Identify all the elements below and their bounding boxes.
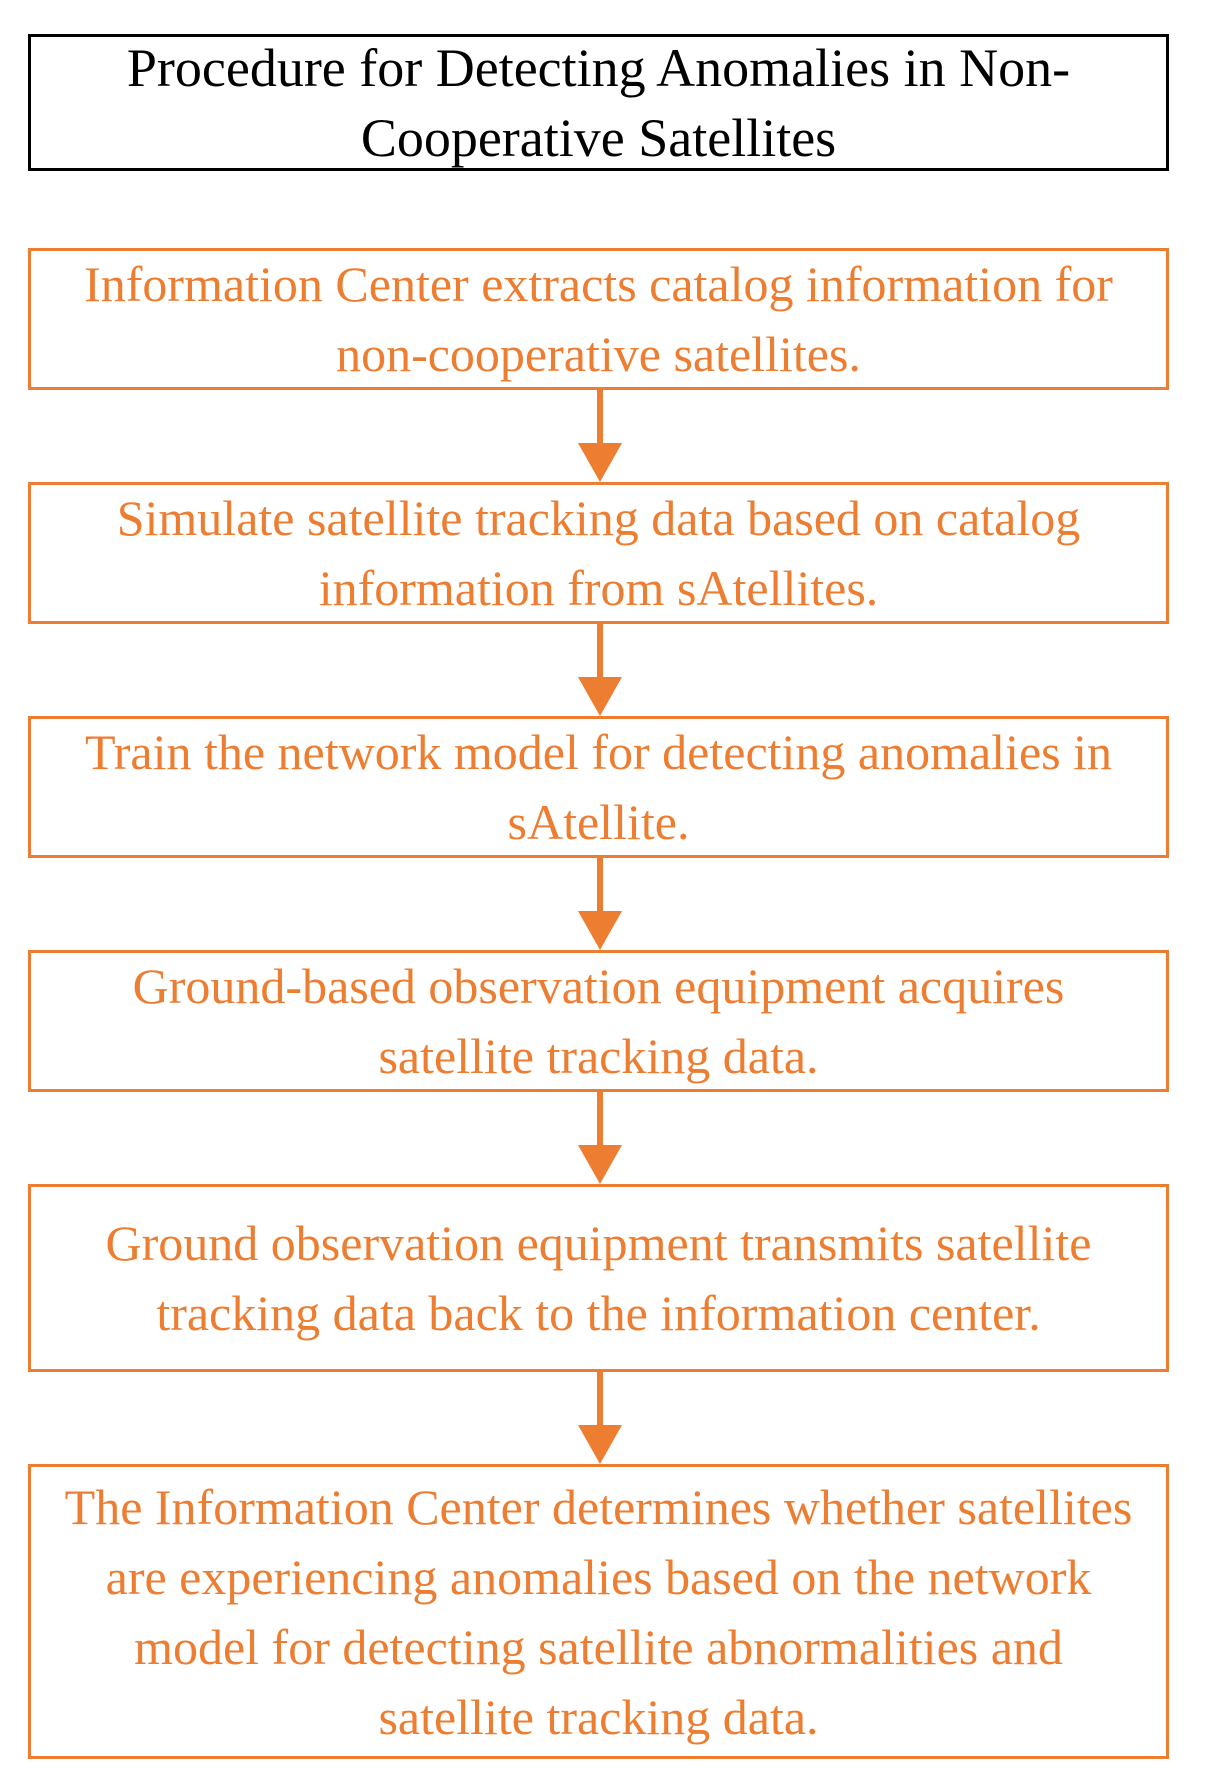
- arrow-4-to-5: [578, 1092, 622, 1184]
- flowchart-title: Procedure for Detecting Anomalies in Non…: [126, 37, 1071, 168]
- flowchart-title-box: Procedure for Detecting Anomalies in Non…: [28, 34, 1169, 171]
- step-text-6: The Information Center determines whethe…: [64, 1478, 1133, 1745]
- step-box-5: Ground observation equipment transmits s…: [28, 1184, 1169, 1372]
- arrow-1-to-2: [578, 390, 622, 482]
- step-text-1: Information Center extracts catalog info…: [84, 256, 1113, 382]
- arrow-5-to-6: [578, 1372, 622, 1464]
- step-text-4: Ground-based observation equipment acqui…: [132, 958, 1065, 1084]
- step-box-1: Information Center extracts catalog info…: [28, 248, 1169, 390]
- step-text-2: Simulate satellite tracking data based o…: [116, 490, 1081, 616]
- step-box-2: Simulate satellite tracking data based o…: [28, 482, 1169, 624]
- step-box-6: The Information Center determines whethe…: [28, 1464, 1169, 1759]
- arrow-2-to-3: [578, 624, 622, 716]
- step-box-4: Ground-based observation equipment acqui…: [28, 950, 1169, 1092]
- step-text-3: Train the network model for detecting an…: [84, 724, 1113, 850]
- step-box-3: Train the network model for detecting an…: [28, 716, 1169, 858]
- step-text-5: Ground observation equipment transmits s…: [105, 1215, 1092, 1341]
- arrow-3-to-4: [578, 858, 622, 950]
